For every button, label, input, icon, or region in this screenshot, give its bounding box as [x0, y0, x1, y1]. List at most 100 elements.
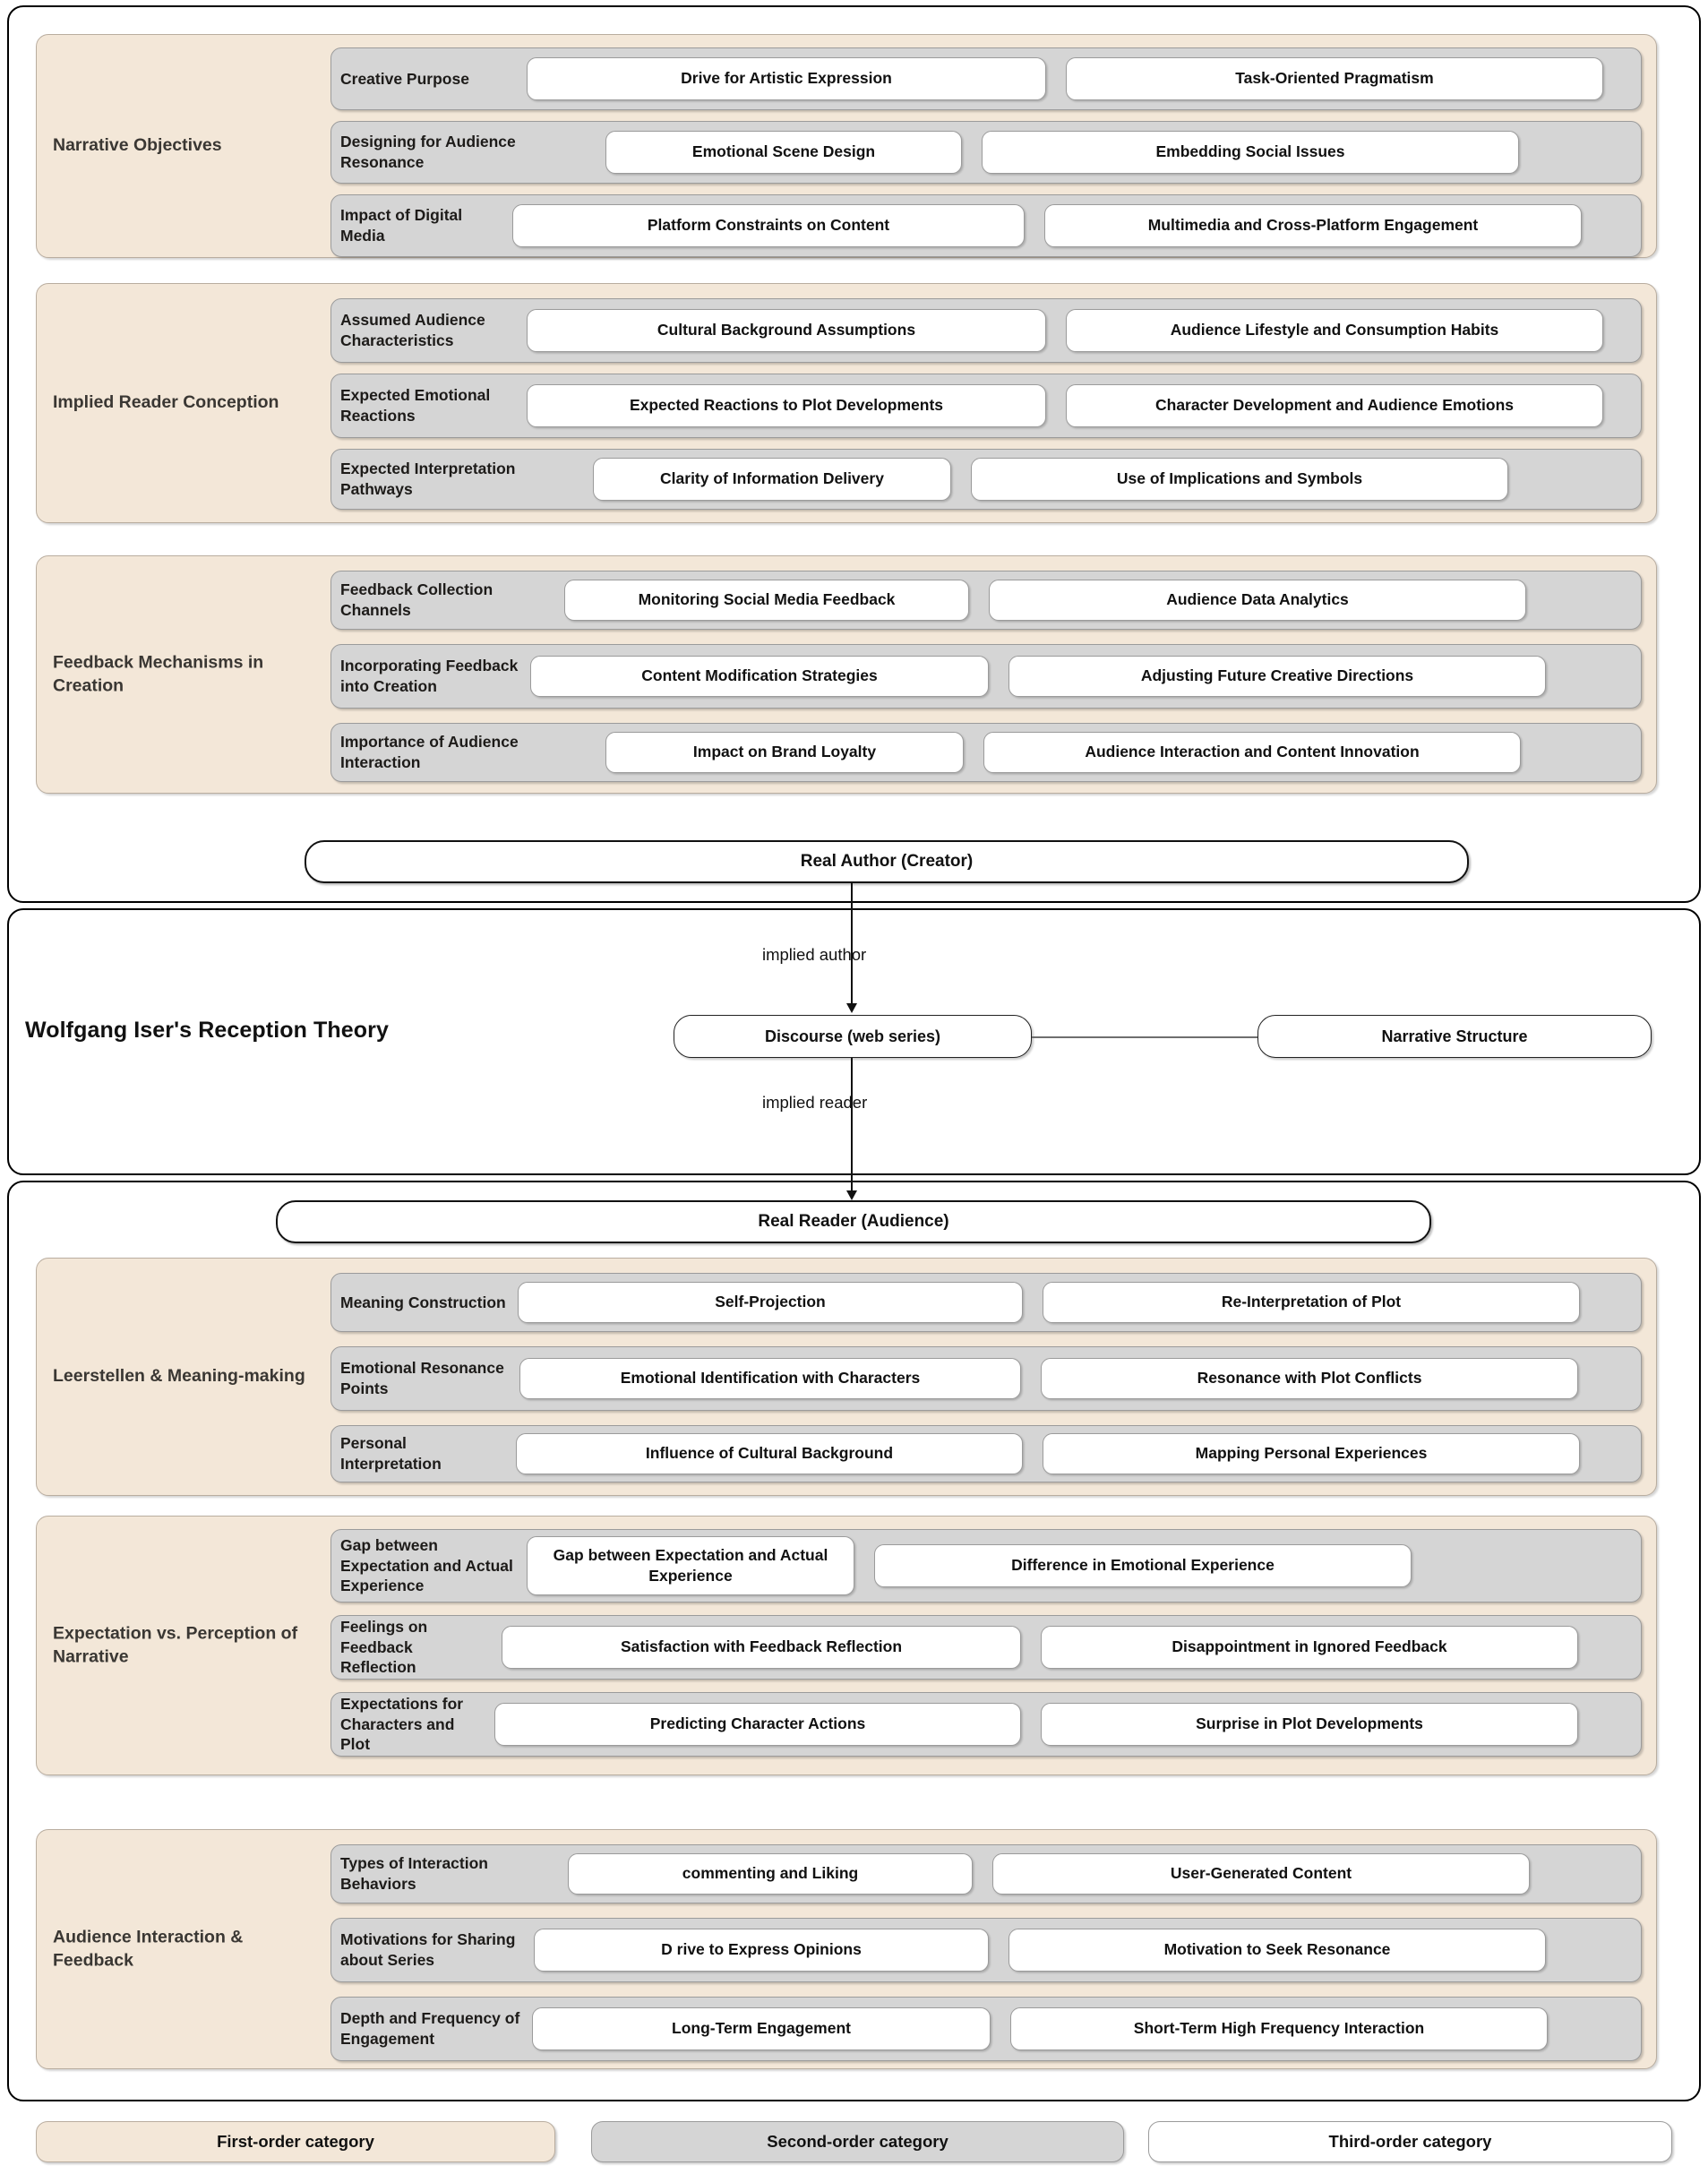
group-label: Audience Interaction & Feedback	[53, 1927, 244, 1970]
row-meaning-construction[interactable]: Meaning Construction Self-Projection Re-…	[330, 1273, 1642, 1332]
group-label: Narrative Objectives	[53, 135, 222, 156]
row-depth-and-frequency-of-engagement[interactable]: Depth and Frequency of Engagement Long-T…	[330, 1997, 1642, 2061]
row-emotional-resonance-points[interactable]: Emotional Resonance Points Emotional Ide…	[330, 1346, 1642, 1411]
chip-third-order[interactable]: Audience Data Analytics	[989, 580, 1526, 621]
chip-third-order[interactable]: Multimedia and Cross-Platform Engagement	[1044, 204, 1582, 247]
group-audience-interaction-feedback: Audience Interaction & Feedback Types of…	[36, 1829, 1657, 2069]
chip-third-order[interactable]: commenting and Liking	[568, 1853, 973, 1895]
row-gap-between-expectation-and-actual-experience[interactable]: Gap between Expectation and Actual Exper…	[330, 1529, 1642, 1603]
node-real-author[interactable]: Real Author (Creator)	[305, 840, 1469, 883]
page-title: Wolfgang Iser's Reception Theory	[25, 1018, 389, 1043]
row-label: Importance of Audience Interaction	[340, 733, 519, 771]
row-expected-interpretation-pathways[interactable]: Expected Interpretation Pathways Clarity…	[330, 449, 1642, 510]
chip-third-order[interactable]: Short-Term High Frequency Interaction	[1010, 2007, 1548, 2050]
chip-third-order[interactable]: Difference in Emotional Experience	[874, 1544, 1412, 1587]
row-label: Expected Interpretation Pathways	[340, 460, 516, 498]
chip-third-order[interactable]: Gap between Expectation and Actual Exper…	[527, 1536, 854, 1595]
chip-third-order[interactable]: Satisfaction with Feedback Reflection	[502, 1626, 1021, 1669]
connector-discourse-narrative-line	[1032, 1036, 1257, 1038]
row-motivations-for-sharing-about-series[interactable]: Motivations for Sharing about Series D r…	[330, 1918, 1642, 1982]
row-feedback-collection-channels[interactable]: Feedback Collection Channels Monitoring …	[330, 571, 1642, 630]
node-label: Real Reader (Audience)	[758, 1212, 949, 1231]
chip-third-order[interactable]: Emotional Identification with Characters	[519, 1358, 1021, 1399]
legend-label: Third-order category	[1328, 2132, 1492, 2151]
chip-third-order[interactable]: Embedding Social Issues	[982, 131, 1519, 174]
row-label: Motivations for Sharing about Series	[340, 1930, 516, 1969]
chip-third-order[interactable]: Expected Reactions to Plot Developments	[527, 384, 1046, 427]
row-label: Feedback Collection Channels	[340, 580, 494, 619]
chip-third-order[interactable]: Drive for Artistic Expression	[527, 57, 1046, 100]
chip-third-order[interactable]: Cultural Background Assumptions	[527, 309, 1046, 352]
legend-second-order-category: Second-order category	[591, 2121, 1124, 2162]
row-label: Gap between Expectation and Actual Exper…	[340, 1535, 513, 1595]
legend-label: Second-order category	[767, 2132, 948, 2151]
chip-third-order[interactable]: Audience Lifestyle and Consumption Habit…	[1066, 309, 1603, 352]
row-importance-of-audience-interaction[interactable]: Importance of Audience Interaction Impac…	[330, 723, 1642, 782]
connector-implied-author-line	[851, 883, 853, 1005]
connector-implied-reader-line	[851, 1058, 853, 1192]
row-types-of-interaction-behaviors[interactable]: Types of Interaction Behaviors commentin…	[330, 1844, 1642, 1903]
group-narrative-objectives: Narrative Objectives Creative Purpose Dr…	[36, 34, 1657, 258]
row-expected-emotional-reactions[interactable]: Expected Emotional Reactions Expected Re…	[330, 374, 1642, 438]
connector-label-implied-reader: implied reader	[762, 1093, 868, 1112]
group-label: Leerstellen & Meaning-making	[53, 1366, 305, 1387]
chip-third-order[interactable]: Re-Interpretation of Plot	[1043, 1282, 1580, 1323]
row-label: Impact of Digital Media	[340, 206, 463, 245]
node-label: Discourse (web series)	[764, 1027, 941, 1045]
chip-third-order[interactable]: Audience Interaction and Content Innovat…	[983, 732, 1521, 773]
connector-implied-author-arrowhead	[846, 1003, 857, 1013]
row-label: Expected Emotional Reactions	[340, 386, 491, 425]
row-expectations-for-characters-and-plot[interactable]: Expectations for Characters and Plot Pre…	[330, 1692, 1642, 1757]
legend-third-order-category: Third-order category	[1148, 2121, 1672, 2162]
chip-third-order[interactable]: Emotional Scene Design	[605, 131, 962, 174]
chip-third-order[interactable]: Surprise in Plot Developments	[1041, 1703, 1578, 1746]
node-label: Narrative Structure	[1381, 1027, 1528, 1045]
chip-third-order[interactable]: Influence of Cultural Background	[516, 1433, 1023, 1474]
chip-third-order[interactable]: Task-Oriented Pragmatism	[1066, 57, 1603, 100]
chip-third-order[interactable]: Motivation to Seek Resonance	[1008, 1929, 1546, 1972]
chip-third-order[interactable]: Use of Implications and Symbols	[971, 458, 1508, 501]
group-label: Implied Reader Conception	[53, 392, 279, 413]
row-impact-of-digital-media[interactable]: Impact of Digital Media Platform Constra…	[330, 194, 1642, 257]
row-label: Incorporating Feedback into Creation	[340, 657, 519, 695]
chip-third-order[interactable]: Impact on Brand Loyalty	[605, 732, 964, 773]
row-feelings-on-feedback-reflection[interactable]: Feelings on Feedback Reflection Satisfac…	[330, 1615, 1642, 1680]
chip-third-order[interactable]: Platform Constraints on Content	[512, 204, 1025, 247]
chip-third-order[interactable]: D rive to Express Opinions	[534, 1929, 989, 1972]
chip-third-order[interactable]: Predicting Character Actions	[494, 1703, 1021, 1746]
row-label: Expectations for Characters and Plot	[340, 1694, 464, 1754]
row-incorporating-feedback-into-creation[interactable]: Incorporating Feedback into Creation Con…	[330, 644, 1642, 709]
chip-third-order[interactable]: Long-Term Engagement	[532, 2007, 991, 2050]
row-label: Depth and Frequency of Engagement	[340, 2009, 520, 2048]
group-label: Expectation vs. Perception of Narrative	[53, 1623, 298, 1666]
chip-third-order[interactable]: User-Generated Content	[992, 1853, 1530, 1895]
row-personal-interpretation[interactable]: Personal Interpretation Influence of Cul…	[330, 1425, 1642, 1482]
chip-third-order[interactable]: Disappointment in Ignored Feedback	[1041, 1626, 1578, 1669]
group-feedback-mechanisms-in-creation: Feedback Mechanisms in Creation Feedback…	[36, 555, 1657, 794]
connector-label-implied-author: implied author	[762, 945, 867, 964]
chip-third-order[interactable]: Content Modification Strategies	[530, 656, 989, 697]
node-narrative-structure[interactable]: Narrative Structure	[1257, 1015, 1652, 1058]
chip-third-order[interactable]: Monitoring Social Media Feedback	[564, 580, 969, 621]
chip-third-order[interactable]: Self-Projection	[518, 1282, 1023, 1323]
chip-third-order[interactable]: Adjusting Future Creative Directions	[1008, 656, 1546, 697]
group-leerstellen-meaning-making: Leerstellen & Meaning-making Meaning Con…	[36, 1258, 1657, 1496]
row-label: Feelings on Feedback Reflection	[340, 1617, 428, 1677]
row-label: Designing for Audience Resonance	[340, 133, 516, 171]
chip-third-order[interactable]: Mapping Personal Experiences	[1043, 1433, 1580, 1474]
row-designing-for-audience-resonance[interactable]: Designing for Audience Resonance Emotion…	[330, 121, 1642, 184]
chip-third-order[interactable]: Clarity of Information Delivery	[593, 458, 951, 501]
connector-implied-reader-arrowhead	[846, 1190, 857, 1200]
chip-third-order[interactable]: Resonance with Plot Conflicts	[1041, 1358, 1578, 1399]
group-implied-reader-conception: Implied Reader Conception Assumed Audien…	[36, 283, 1657, 523]
legend-label: First-order category	[217, 2132, 374, 2151]
row-assumed-audience-characteristics[interactable]: Assumed Audience Characteristics Cultura…	[330, 298, 1642, 363]
chip-third-order[interactable]: Character Development and Audience Emoti…	[1066, 384, 1603, 427]
legend-first-order-category: First-order category	[36, 2121, 555, 2162]
node-discourse[interactable]: Discourse (web series)	[674, 1015, 1032, 1058]
row-label: Assumed Audience Characteristics	[340, 311, 485, 349]
row-creative-purpose[interactable]: Creative Purpose Drive for Artistic Expr…	[330, 47, 1642, 110]
group-label: Feedback Mechanisms in Creation	[53, 652, 264, 695]
node-real-reader[interactable]: Real Reader (Audience)	[276, 1200, 1431, 1243]
